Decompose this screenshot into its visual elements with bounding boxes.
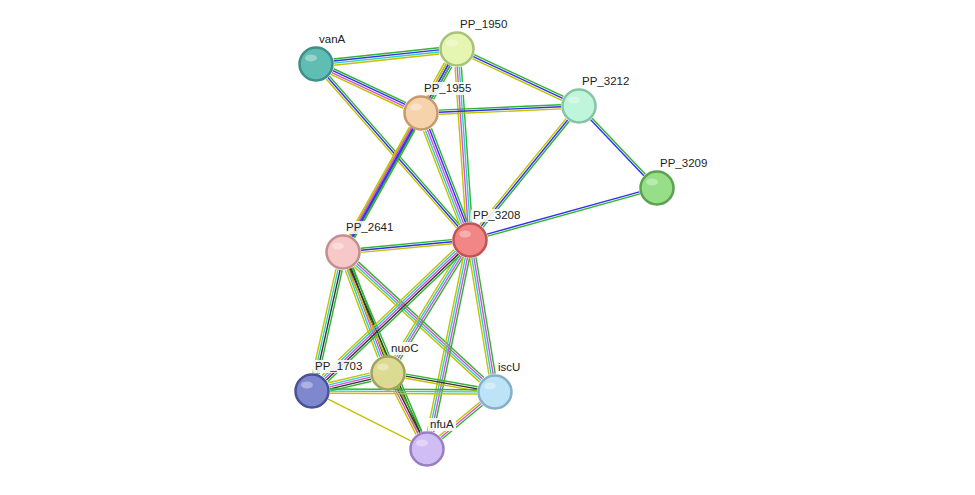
interaction-edge xyxy=(428,257,470,432)
evidence-line xyxy=(351,128,411,236)
evidence-line xyxy=(361,242,452,251)
protein-node: nfuA xyxy=(409,431,445,467)
node-label: PP_3209 xyxy=(658,157,709,170)
evidence-line xyxy=(591,120,644,176)
node-circle xyxy=(298,46,334,82)
evidence-line xyxy=(470,258,489,374)
evidence-line xyxy=(432,258,468,432)
node-label: iscU xyxy=(496,361,522,374)
node-circle xyxy=(639,170,675,206)
evidence-line xyxy=(393,390,416,434)
evidence-line xyxy=(317,270,340,374)
evidence-line xyxy=(334,52,439,63)
interaction-edge xyxy=(326,76,459,228)
protein-node: PP_1703 xyxy=(294,373,330,409)
interaction-edge xyxy=(472,55,563,101)
protein-node: PP_1955 xyxy=(403,95,439,131)
evidence-line xyxy=(361,244,452,253)
node-label: PP_1703 xyxy=(313,360,364,373)
evidence-line xyxy=(330,390,477,392)
protein-node: PP_3208 xyxy=(452,222,488,258)
interaction-edge xyxy=(331,69,406,108)
evidence-line xyxy=(397,389,420,433)
interaction-edge xyxy=(330,389,477,394)
node-label: nfuA xyxy=(428,418,456,431)
evidence-line xyxy=(430,257,466,431)
interaction-edge xyxy=(393,388,421,435)
node-circle xyxy=(294,373,330,409)
evidence-line xyxy=(472,59,561,101)
node-label: nuoC xyxy=(389,342,421,355)
evidence-line xyxy=(319,270,342,374)
interaction-edge xyxy=(424,128,468,224)
node-circle xyxy=(403,95,439,131)
protein-node: PP_3209 xyxy=(639,170,675,206)
evidence-line xyxy=(361,240,452,249)
evidence-line xyxy=(330,377,371,387)
evidence-line xyxy=(406,376,478,389)
protein-node: PP_1950 xyxy=(439,31,475,67)
interaction-edge xyxy=(334,48,440,65)
interaction-edge xyxy=(313,269,342,374)
evidence-line xyxy=(329,375,370,385)
evidence-line xyxy=(395,389,418,433)
interaction-edge xyxy=(405,374,477,391)
interaction-edge xyxy=(329,373,372,391)
node-label: PP_1955 xyxy=(422,82,473,95)
evidence-line xyxy=(315,269,338,373)
evidence-line xyxy=(328,399,411,441)
evidence-line xyxy=(334,54,439,65)
node-circle xyxy=(409,431,445,467)
evidence-line xyxy=(474,258,493,374)
evidence-line xyxy=(472,258,491,374)
protein-node: nuoC xyxy=(370,355,406,391)
node-circle xyxy=(561,88,597,124)
evidence-line xyxy=(329,373,370,383)
evidence-line xyxy=(592,118,645,174)
node-label: PP_1950 xyxy=(458,18,509,31)
evidence-line xyxy=(473,57,562,99)
evidence-line xyxy=(330,388,477,390)
node-circle xyxy=(477,374,513,410)
protein-node: vanA xyxy=(298,46,334,82)
interaction-edge xyxy=(439,105,561,115)
node-label: vanA xyxy=(317,33,347,46)
node-label: PP_2641 xyxy=(344,221,395,234)
evidence-line xyxy=(426,131,462,224)
interaction-edge xyxy=(470,257,495,375)
node-circle xyxy=(325,234,361,270)
evidence-line xyxy=(434,258,470,432)
evidence-line xyxy=(332,73,404,107)
interaction-edge xyxy=(361,240,453,253)
protein-node: PP_3212 xyxy=(561,88,597,124)
evidence-line xyxy=(424,131,460,224)
protein-node: PP_2641 xyxy=(325,234,361,270)
node-label: PP_3212 xyxy=(580,75,631,88)
evidence-line xyxy=(313,269,336,373)
node-circle xyxy=(452,222,488,258)
evidence-line xyxy=(429,129,465,222)
evidence-line xyxy=(431,128,467,221)
interaction-edge xyxy=(328,399,411,441)
protein-node: iscU xyxy=(477,374,513,410)
node-circle xyxy=(370,355,406,391)
interaction-edge xyxy=(348,268,422,434)
evidence-line xyxy=(474,55,563,97)
evidence-line xyxy=(439,109,561,114)
evidence-line xyxy=(349,127,409,235)
evidence-line xyxy=(330,392,477,394)
node-circle xyxy=(439,31,475,67)
evidence-line xyxy=(427,130,463,223)
evidence-line xyxy=(428,257,464,431)
node-label: PP_3208 xyxy=(471,209,522,222)
interaction-edge xyxy=(591,118,646,175)
